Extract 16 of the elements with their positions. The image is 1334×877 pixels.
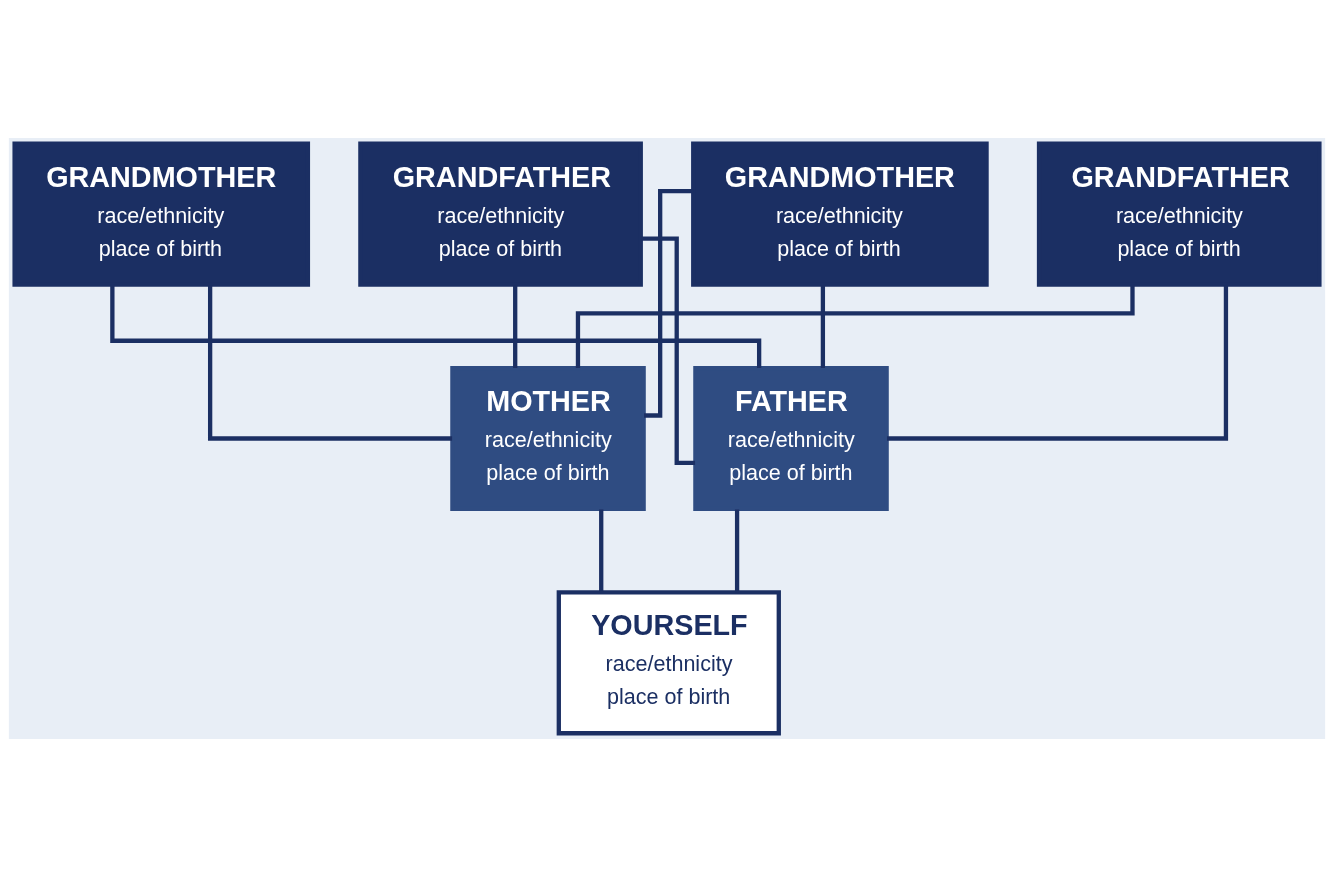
connector: [208, 285, 453, 441]
connector: [887, 285, 1229, 441]
node-box: GRANDFATHER race/ethnicity place of birth: [358, 141, 643, 287]
connector: [641, 236, 696, 466]
node-box: FATHER race/ethnicity place of birth: [693, 365, 889, 512]
connector: [599, 509, 604, 593]
node-box: GRANDMOTHER race/ethnicity place of birth: [12, 141, 311, 287]
node-box: YOURSELF race/ethnicity place of birth: [556, 590, 781, 736]
connector: [734, 509, 740, 593]
connector: [575, 284, 1135, 368]
connector: [644, 189, 694, 418]
node-box: GRANDFATHER race/ethnicity place of birth: [1036, 141, 1322, 287]
connector: [820, 285, 826, 368]
node-box: MOTHER race/ethnicity place of birth: [450, 365, 646, 512]
node-box: GRANDMOTHER race/ethnicity place of birth: [691, 141, 989, 287]
connector: [513, 285, 518, 368]
